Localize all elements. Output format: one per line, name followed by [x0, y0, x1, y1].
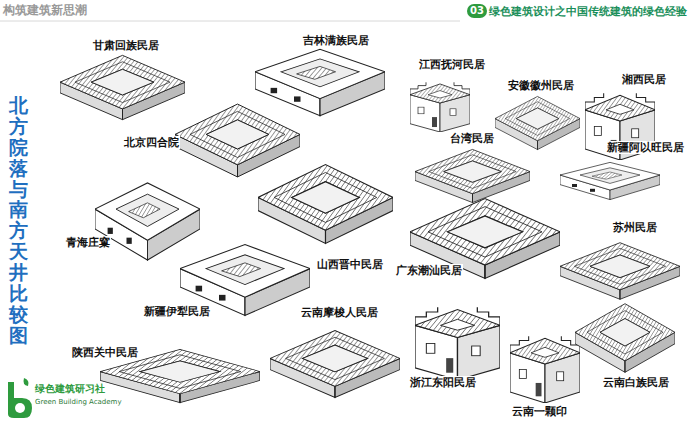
- house-label: 安徽徽州民居: [507, 79, 575, 92]
- house-label: 云南摩梭人民居: [300, 306, 379, 319]
- vertical-title: 北方院落与南方天井比较图: [9, 95, 28, 346]
- house-label: 北京四合院: [123, 136, 180, 149]
- logo-mark: [8, 382, 32, 418]
- logo-subtext: Green Building Academy: [34, 398, 123, 406]
- house-label: 云南一颗印: [511, 405, 568, 418]
- house-label: 苏州民居: [612, 221, 658, 234]
- house-label: 山西晋中民居: [316, 258, 384, 271]
- house-label: 广东潮汕民居: [395, 264, 463, 277]
- house-label: 吉林满族民居: [302, 34, 370, 47]
- header-text: 构筑建筑新思潮: [2, 3, 88, 17]
- house-label: 新疆阿以旺民居: [606, 141, 685, 154]
- section-number: 03: [467, 4, 487, 18]
- section-title: 绿色建筑设计之中国传统建筑的绿色经验: [488, 5, 688, 18]
- house-label: 湘西民居: [621, 73, 667, 86]
- house-label: 青海庄窠: [65, 236, 111, 249]
- house-label: 新疆伊犁民居: [143, 305, 211, 318]
- house-label: 云南白族民居: [602, 376, 670, 389]
- house-label: 江西抚河民居: [418, 58, 486, 71]
- house-label: 甘肃回族民居: [92, 39, 160, 52]
- logo-text: 绿色建筑研习社: [34, 383, 106, 395]
- house-label: 陕西关中民居: [71, 346, 139, 359]
- house-label: 浙江东阳民居: [409, 376, 477, 389]
- house-label: 台湾民居: [449, 132, 495, 145]
